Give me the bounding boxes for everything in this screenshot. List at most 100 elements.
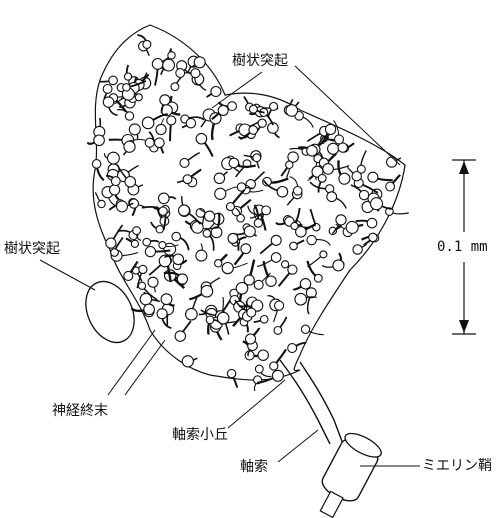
terminal-knob	[288, 344, 297, 353]
terminal-knob	[271, 253, 281, 263]
terminal-knob	[255, 365, 263, 373]
terminal-knob	[277, 187, 288, 198]
terminal-knob	[206, 316, 214, 324]
terminal-knob	[368, 172, 378, 182]
leader-axon	[278, 430, 318, 462]
terminal-knob	[258, 350, 268, 360]
terminal-knob	[237, 183, 245, 191]
leader-dendrite-left	[40, 260, 95, 290]
terminal-knob	[194, 57, 205, 68]
terminal-knob	[215, 188, 226, 199]
terminal-knob	[371, 198, 383, 210]
terminal-knob	[145, 247, 155, 257]
terminal-knob	[123, 84, 130, 91]
terminal-knob	[196, 250, 207, 261]
terminal-knob	[186, 119, 195, 128]
terminal-knob	[106, 238, 116, 248]
myelin-sheath	[309, 429, 385, 518]
label-myelin-sheath: ミエリン鞘	[422, 459, 492, 473]
terminal-knob	[327, 192, 337, 202]
terminal-knob	[254, 280, 263, 289]
terminal-knob	[182, 356, 193, 367]
terminal-knob	[323, 164, 334, 175]
terminal-knob	[173, 254, 184, 265]
terminal-knob	[247, 308, 256, 317]
label-axon-hillock: 軸索小丘	[172, 428, 228, 442]
terminal-knob	[117, 201, 128, 212]
terminal-knob	[336, 215, 346, 225]
terminal-knob	[129, 124, 140, 135]
terminal-knob	[246, 334, 256, 344]
terminal-knob	[241, 244, 251, 254]
terminal-knob	[254, 219, 262, 227]
terminal-knob	[367, 218, 377, 228]
terminal-knob	[205, 211, 215, 221]
terminal-knob	[270, 362, 278, 370]
terminal-knob	[171, 83, 179, 91]
terminal-knob	[98, 200, 105, 207]
terminal-knob	[135, 94, 142, 101]
terminal-knob	[272, 370, 283, 381]
terminal-knob	[286, 105, 298, 117]
terminal-knob	[124, 271, 133, 280]
terminal-knob	[144, 304, 155, 315]
label-dendrite-top: 樹状突起	[232, 54, 288, 68]
terminal-knob	[293, 187, 302, 196]
terminal-knob	[129, 199, 138, 208]
terminal-knob	[244, 226, 255, 237]
cell-body-outline	[93, 25, 405, 380]
terminal-knob	[320, 251, 327, 258]
terminal-knob	[156, 124, 166, 134]
label-axon: 軸索	[240, 460, 268, 474]
terminal-knob	[124, 141, 135, 152]
terminal-knob	[346, 221, 358, 233]
terminal-knob	[191, 69, 200, 78]
terminal-knob	[109, 76, 118, 85]
terminal-knob	[228, 233, 238, 243]
terminal-knob	[176, 69, 185, 78]
scale-arrow-top	[459, 161, 469, 174]
terminal-knob	[307, 146, 318, 157]
terminal-knob	[138, 282, 145, 289]
terminal-knob	[168, 52, 175, 59]
terminal-knob	[226, 203, 234, 211]
terminal-knob	[161, 294, 172, 305]
terminal-knob	[369, 233, 377, 241]
terminal-knob	[333, 260, 344, 271]
terminal-knob	[201, 285, 213, 297]
terminal-knob	[295, 293, 307, 305]
terminal-knob	[227, 369, 235, 377]
terminal-knob	[288, 265, 297, 274]
terminal-knob	[214, 173, 224, 183]
terminal-knob	[335, 135, 344, 144]
terminal-knob	[236, 283, 248, 295]
terminal-knob	[253, 154, 261, 162]
terminal-knob	[167, 116, 176, 125]
terminal-knob	[306, 288, 316, 298]
scale-arrow-bottom	[459, 320, 469, 333]
terminal-knob	[142, 117, 154, 129]
terminal-knob	[94, 135, 105, 146]
terminal-knob	[148, 277, 158, 287]
terminal-knob	[258, 119, 266, 127]
terminal-knob	[270, 102, 278, 110]
terminal-knob	[357, 165, 365, 173]
axon-hillock	[280, 360, 330, 444]
terminal-knob	[111, 177, 120, 186]
terminal-knob	[274, 327, 282, 335]
terminal-knob	[179, 205, 190, 216]
terminal-knob	[249, 126, 258, 135]
terminal-knob	[156, 226, 163, 233]
terminal-knob	[300, 279, 310, 289]
terminal-knob	[143, 238, 151, 246]
terminal-knob	[131, 240, 138, 247]
terminal-knob	[359, 190, 368, 199]
terminal-knob	[237, 214, 245, 222]
nerve-terminals-layer	[88, 35, 409, 391]
terminal-knob	[108, 152, 120, 164]
terminal-knob	[260, 316, 268, 324]
terminal-knob	[92, 160, 101, 169]
terminal-knob	[222, 263, 233, 274]
terminal-knob	[110, 185, 120, 195]
